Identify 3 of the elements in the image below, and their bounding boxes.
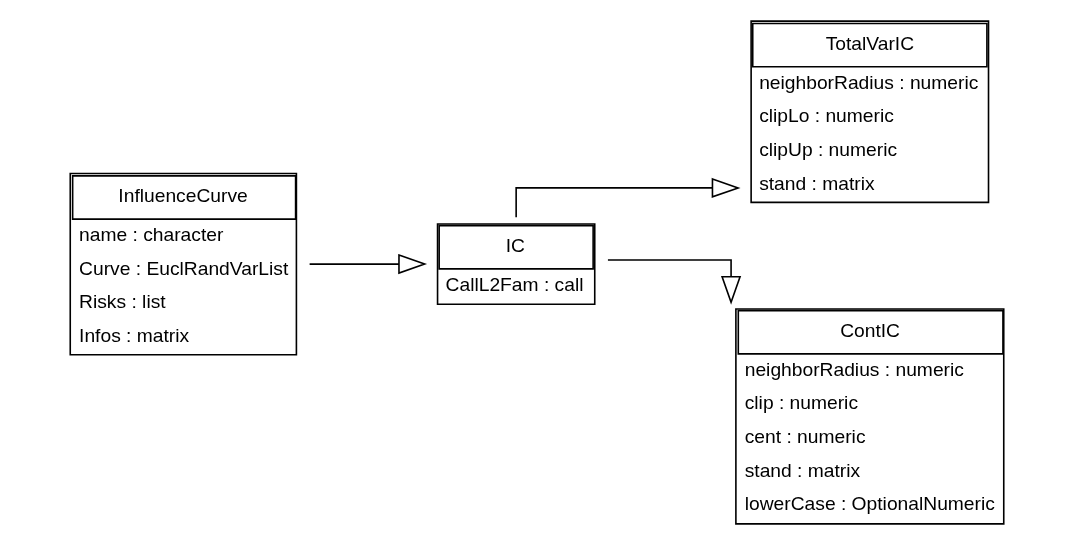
arrow — [606, 259, 741, 305]
arrow — [308, 253, 427, 275]
arrow — [514, 177, 741, 218]
